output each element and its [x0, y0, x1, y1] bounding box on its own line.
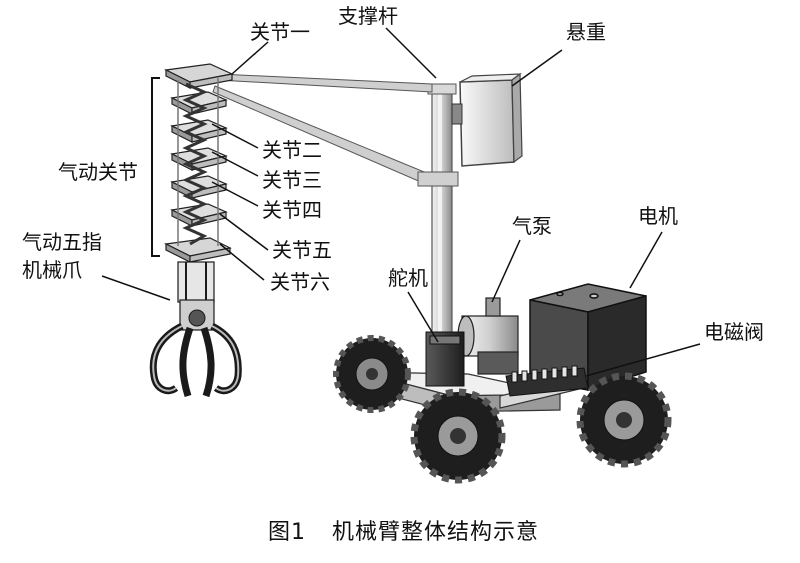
label-support-rod: 支撑杆 [338, 4, 398, 28]
counterweight-box [451, 72, 523, 167]
label-motor: 电机 [638, 204, 678, 228]
label-gripper-line-2: 机械爪 [22, 258, 82, 282]
label-counterweight: 悬重 [566, 20, 606, 44]
joints-bracket [151, 77, 160, 257]
figure-title: 机械臂整体结构示意 [332, 520, 540, 545]
label-gripper-line-1: 气动五指 [22, 230, 102, 254]
servo [425, 331, 465, 387]
figure-caption: 图1 机械臂整体结构示意 [268, 522, 539, 544]
brace-rods [212, 73, 459, 187]
wheel-rear-left [333, 335, 411, 413]
figure-number: 图1 [268, 520, 306, 545]
label-pneumatic-joints: 气动关节 [58, 160, 138, 184]
label-joint-1: 关节一 [250, 20, 310, 44]
label-joint-4: 关节四 [262, 198, 322, 222]
support-rod [427, 83, 457, 355]
label-joint-6: 关节六 [270, 270, 330, 294]
gripper [149, 261, 242, 398]
label-joint-2: 关节二 [262, 138, 322, 162]
solenoid-valve-bank [505, 365, 589, 397]
pneumatic-joint-stack [163, 63, 234, 263]
label-joint-5: 关节五 [272, 238, 332, 262]
label-joint-3: 关节三 [262, 168, 322, 192]
air-pump [457, 297, 519, 375]
leader-lines [101, 27, 701, 377]
label-solenoid-valve: 电磁阀 [704, 320, 764, 344]
label-air-pump: 气泵 [512, 214, 552, 238]
wheel-front-left [410, 388, 506, 484]
wheel-front-right [576, 372, 672, 468]
label-servo: 舵机 [388, 266, 428, 290]
